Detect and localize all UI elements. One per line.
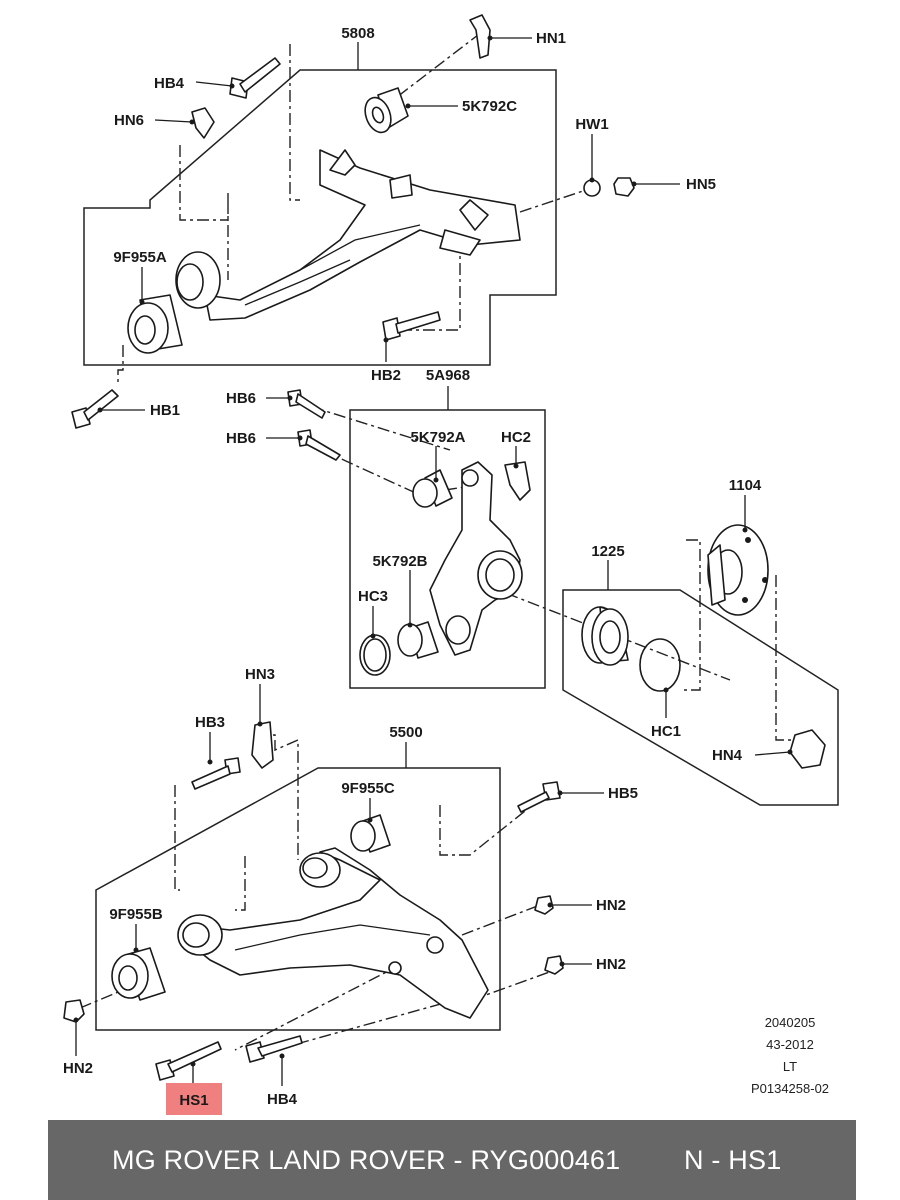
footer-bar: MG ROVER LAND ROVER - RYG000461 N - HS1 xyxy=(48,1120,856,1200)
label-hb6-b: HB6 xyxy=(226,430,256,447)
lower-control-arm xyxy=(177,847,489,1019)
drawing-metadata: 2040205 43-2012 LT P0134258-02 xyxy=(751,1015,829,1096)
hs1-highlight xyxy=(166,1083,222,1115)
label-hb5: HB5 xyxy=(608,785,638,802)
label-1225: 1225 xyxy=(591,543,624,560)
label-hn2-c: HN2 xyxy=(63,1060,93,1077)
bolt-hb4-bottom xyxy=(245,1035,303,1063)
upper-control-arm xyxy=(204,149,521,321)
bolt-hb6-b xyxy=(297,429,341,461)
nut-hn4 xyxy=(789,729,826,769)
circlip-hc1 xyxy=(639,638,681,692)
clip-hc2 xyxy=(504,461,531,501)
label-5500: 5500 xyxy=(389,724,422,741)
upper-bushing-9f955a xyxy=(127,294,183,354)
label-hb2: HB2 xyxy=(371,367,401,384)
label-hn1: HN1 xyxy=(536,30,566,47)
label-9f955b: 9F955B xyxy=(109,906,163,923)
label-5k792a: 5K792A xyxy=(410,429,465,446)
label-9f955c: 9F955C xyxy=(341,780,395,797)
bushing-9f955b xyxy=(111,947,166,1001)
wheel-bearing xyxy=(581,606,629,666)
label-9f955a: 9F955A xyxy=(113,249,167,266)
circlip-hc3-inner xyxy=(363,638,387,672)
label-5k792c: 5K792C xyxy=(462,98,517,115)
label-hs1: HS1 xyxy=(179,1092,208,1109)
label-hn4: HN4 xyxy=(712,747,743,764)
bushing-9f955c xyxy=(350,814,391,853)
label-hn5: HN5 xyxy=(686,176,716,193)
bolt-hb2 xyxy=(382,311,441,341)
label-5k792b: 5K792B xyxy=(372,553,427,570)
lower-arm-group-frame xyxy=(95,767,501,1031)
bolt-hb4-top xyxy=(229,57,281,99)
meta-line-4: P0134258-02 xyxy=(751,1081,829,1096)
label-hb4-bottom: HB4 xyxy=(267,1091,298,1108)
clip-hn1 xyxy=(469,14,491,59)
upper-arm-group-frame xyxy=(83,69,557,366)
label-hb3: HB3 xyxy=(195,714,225,731)
bolt-hb6-a xyxy=(287,389,326,419)
meta-line-2: 43-2012 xyxy=(766,1037,814,1052)
hub-group-frame xyxy=(562,589,839,806)
label-5808: 5808 xyxy=(341,25,374,42)
meta-line-1: 2040205 xyxy=(765,1015,816,1030)
label-hn2-a: HN2 xyxy=(596,897,626,914)
bolt-hb1 xyxy=(71,389,119,429)
callout-labels: 5808 HN1 HB4 5K792C HN6 HW1 HN5 9F955A H… xyxy=(63,25,762,1109)
nut-hn2-c xyxy=(63,999,85,1023)
footer-title: MG ROVER LAND ROVER - RYG000461 xyxy=(112,1144,621,1175)
label-hn3: HN3 xyxy=(245,666,275,683)
label-hn6: HN6 xyxy=(114,112,144,129)
footer-position-code: N - HS1 xyxy=(684,1144,782,1175)
bolt-hs1 xyxy=(155,1041,222,1081)
bolt-hb5 xyxy=(517,781,561,813)
label-1104: 1104 xyxy=(729,477,762,494)
label-hb6-a: HB6 xyxy=(226,390,256,407)
upper-arm-bushing-eye xyxy=(175,251,221,309)
label-hw1: HW1 xyxy=(575,116,608,133)
knuckle xyxy=(429,461,523,656)
nut-hn2-b xyxy=(544,955,564,975)
wheel-hub xyxy=(707,524,769,616)
clip-hn6 xyxy=(191,107,215,139)
label-hb4-top: HB4 xyxy=(154,75,185,92)
label-hc1: HC1 xyxy=(651,723,681,740)
nut-hn5 xyxy=(613,177,635,197)
label-hb1: HB1 xyxy=(150,402,180,419)
label-hn2-b: HN2 xyxy=(596,956,626,973)
upper-bushing-5k792c xyxy=(364,87,409,134)
leader-lines xyxy=(73,35,793,1086)
label-hc2: HC2 xyxy=(501,429,531,446)
bushing-5k792b xyxy=(397,621,439,659)
meta-line-3: LT xyxy=(783,1059,797,1074)
bracket-hn3 xyxy=(251,721,274,769)
exploded-parts-diagram: 5808 HN1 HB4 5K792C HN6 HW1 HN5 9F955A H… xyxy=(63,14,839,1115)
label-5a968: 5A968 xyxy=(426,367,470,384)
label-hc3: HC3 xyxy=(358,588,388,605)
bushing-5k792a xyxy=(412,469,453,508)
nut-hn2-a xyxy=(534,895,554,915)
bolt-hb3 xyxy=(191,757,241,790)
